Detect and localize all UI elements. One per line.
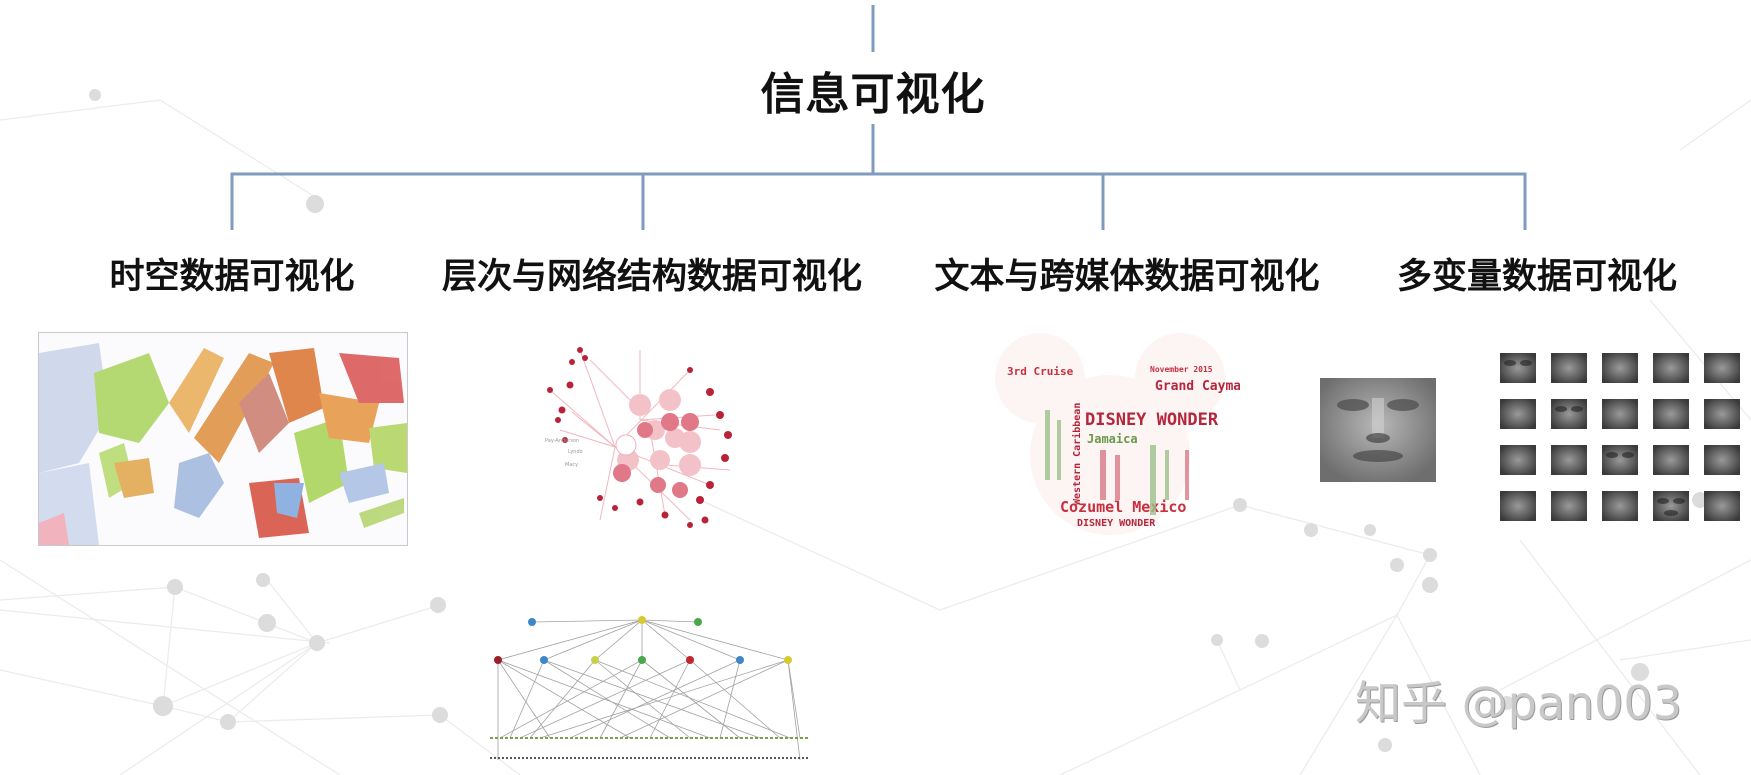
word: Jamaica bbox=[1087, 432, 1138, 446]
category-spatiotemporal: 时空数据可视化 bbox=[109, 257, 355, 297]
category-hierarchy-network: 层次与网络结构数据可视化 bbox=[441, 257, 863, 297]
eigenfaces-grid-image bbox=[1500, 353, 1740, 521]
category-text-crossmedia: 文本与跨媒体数据可视化 bbox=[934, 257, 1320, 297]
word: 3rd Cruise bbox=[1007, 365, 1074, 378]
network-graph-image: Pay-Anderson Lyndo Macy bbox=[545, 347, 732, 528]
word: Western Caribbean bbox=[1071, 403, 1083, 505]
root-node-title: 信息可视化 bbox=[760, 69, 986, 120]
word: DISNEY WONDER bbox=[1085, 410, 1219, 430]
spatial-map-image bbox=[38, 332, 408, 546]
word: DISNEY WONDER bbox=[1077, 518, 1156, 529]
network-label: Lyndo bbox=[568, 449, 583, 455]
word: Cozumel Mexico bbox=[1060, 498, 1186, 516]
network-label: Pay-Anderson bbox=[545, 438, 579, 444]
watermark: 知乎 @pan003 bbox=[1355, 676, 1682, 730]
word: Grand Cayman bbox=[1155, 379, 1240, 394]
hierarchy-graph-image bbox=[490, 616, 810, 760]
word-cloud-image: DISNEY WONDER Grand Cayman Jamaica Weste… bbox=[995, 333, 1240, 535]
network-label: Macy bbox=[565, 462, 578, 468]
category-multivariate: 多变量数据可视化 bbox=[1396, 257, 1678, 297]
mean-face-image bbox=[1320, 378, 1436, 482]
word: November 2015 bbox=[1150, 365, 1213, 374]
